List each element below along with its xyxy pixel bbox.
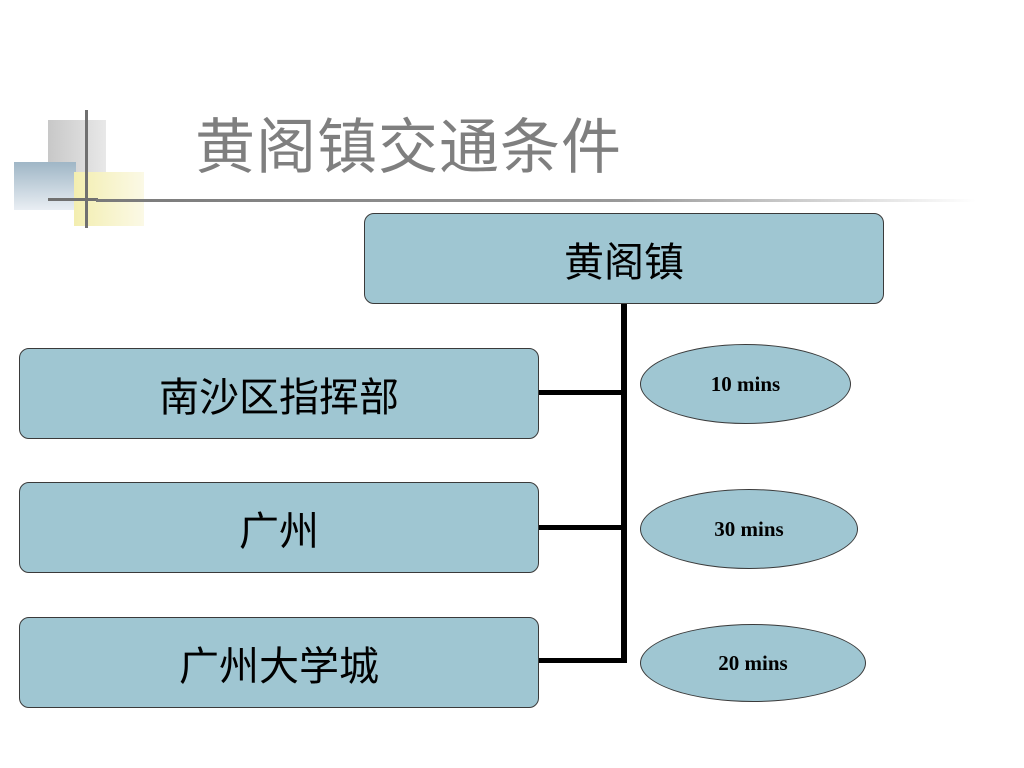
travel-time-label: 30 mins (714, 516, 784, 541)
travel-time-badge: 10 mins (640, 344, 851, 424)
destination-node: 广州 (19, 482, 539, 573)
destination-label: 南沙区指挥部 (159, 374, 399, 421)
destination-node: 南沙区指挥部 (19, 348, 539, 439)
corner-decoration (0, 100, 160, 240)
travel-time-badge: 30 mins (640, 489, 858, 569)
trunk-line (621, 303, 627, 663)
destination-label: 广州 (239, 508, 319, 555)
branch-line-3 (538, 658, 627, 663)
root-node: 黄阁镇 (364, 213, 884, 304)
branch-line-2 (538, 525, 627, 530)
destination-node: 广州大学城 (19, 617, 539, 708)
destination-label: 广州大学城 (179, 643, 379, 690)
branch-line-1 (538, 390, 627, 395)
title-underline (96, 199, 976, 202)
travel-time-label: 10 mins (710, 371, 781, 396)
deco-horizontal-line (48, 198, 98, 201)
travel-time-badge: 20 mins (640, 624, 866, 702)
deco-blue-square (14, 162, 76, 210)
deco-vertical-line (85, 110, 88, 228)
travel-time-label: 20 mins (718, 650, 788, 675)
page-title: 黄阁镇交通条件 (195, 113, 622, 183)
root-node-label: 黄阁镇 (564, 239, 684, 286)
